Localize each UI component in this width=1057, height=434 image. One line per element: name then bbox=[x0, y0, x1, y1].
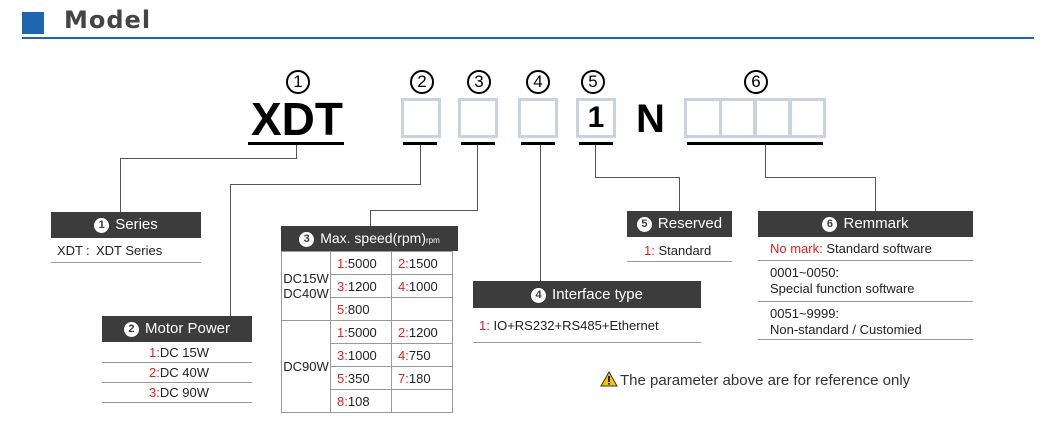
motor-power-header: 2 Motor Power bbox=[102, 316, 252, 342]
connector bbox=[120, 158, 121, 212]
series-value: XDT Series bbox=[96, 243, 163, 258]
circle-number-4: 4 bbox=[526, 70, 550, 94]
speed-cell: 5:800 bbox=[330, 297, 392, 321]
speed-cell: 2:1200 bbox=[391, 320, 453, 344]
speed-cell: 2:1500 bbox=[391, 251, 453, 275]
series-key: XDT bbox=[57, 243, 83, 258]
underline-5 bbox=[579, 142, 613, 145]
series-underline bbox=[248, 142, 344, 145]
circle-number-5: 5 bbox=[581, 70, 605, 94]
reserved-digit: 1 bbox=[579, 101, 613, 135]
reserved-number-badge: 5 bbox=[636, 217, 652, 232]
motor-power-row-2: 2:DC 40W bbox=[149, 365, 209, 380]
underline-2 bbox=[403, 142, 437, 145]
code-letter: N bbox=[636, 97, 665, 141]
code-box-2 bbox=[401, 98, 441, 138]
underline-6 bbox=[687, 142, 823, 145]
connector bbox=[595, 145, 596, 177]
reserved-row: 1: Standard bbox=[627, 237, 732, 262]
max-speed-title: Max. speed(rpm) bbox=[320, 230, 427, 246]
speed-cell: 1:5000 bbox=[330, 251, 392, 275]
speed-cell: 1:5000 bbox=[330, 320, 392, 344]
remmark-list: No mark: Standard software 0001~0050: Sp… bbox=[758, 237, 973, 340]
interface-value: IO+RS232+RS485+Ethernet bbox=[493, 318, 659, 333]
page-title: Model bbox=[64, 6, 152, 34]
speed-cell: 4:1000 bbox=[391, 274, 453, 298]
speed-cell: 3:1200 bbox=[330, 274, 392, 298]
max-speed-header: 3 Max. speed(rpm)rpm bbox=[281, 226, 458, 251]
max-speed-number-badge: 3 bbox=[299, 232, 315, 247]
series-title: Series bbox=[115, 216, 158, 233]
connector bbox=[679, 177, 680, 211]
underline-3 bbox=[461, 142, 495, 145]
motor-power-list: 1:DC 15W 2:DC 40W 3:DC 90W bbox=[102, 342, 252, 403]
connector bbox=[370, 210, 371, 226]
speed-cell bbox=[391, 297, 453, 321]
connector bbox=[595, 177, 679, 178]
code-box-3 bbox=[458, 98, 498, 138]
circle-number-2: 2 bbox=[410, 70, 434, 94]
connector bbox=[296, 145, 297, 158]
interface-number-badge: 4 bbox=[531, 288, 547, 303]
header-divider bbox=[22, 37, 1034, 39]
remmark-number-badge: 6 bbox=[822, 217, 838, 232]
connector bbox=[420, 145, 421, 184]
speed-cell: 5:350 bbox=[330, 366, 392, 390]
max-speed-unit: rpm bbox=[426, 236, 440, 245]
connector bbox=[120, 158, 297, 159]
speed-group-label: DC90W bbox=[281, 320, 331, 413]
connector bbox=[765, 145, 766, 177]
reserved-value: Standard bbox=[658, 243, 712, 258]
circle-number-3: 3 bbox=[467, 70, 491, 94]
connector bbox=[230, 184, 231, 316]
speed-cell: 8:108 bbox=[330, 389, 392, 413]
underline-4 bbox=[521, 142, 555, 145]
connector bbox=[230, 184, 421, 185]
connector bbox=[540, 145, 541, 281]
series-code: XDT bbox=[251, 93, 343, 145]
connector bbox=[765, 177, 875, 178]
circle-number-1: 1 bbox=[286, 70, 310, 94]
reference-note: The parameter above are for reference on… bbox=[600, 371, 910, 389]
speed-cell bbox=[391, 389, 453, 413]
motor-power-number-badge: 2 bbox=[123, 322, 139, 337]
warning-icon bbox=[600, 371, 618, 387]
reserved-header: 5 Reserved bbox=[627, 211, 732, 237]
motor-power-row-1: 1:DC 15W bbox=[149, 345, 209, 360]
reserved-title: Reserved bbox=[657, 215, 723, 232]
speed-cell: 4:750 bbox=[391, 343, 453, 367]
series-row: XDT : XDT Series bbox=[51, 238, 201, 263]
speed-cell: 3:1000 bbox=[330, 343, 392, 367]
note-text: The parameter above are for reference on… bbox=[620, 372, 911, 389]
circle-number-6: 6 bbox=[744, 70, 768, 94]
code-box-4 bbox=[518, 98, 558, 138]
motor-power-title: Motor Power bbox=[144, 320, 231, 337]
interface-title: Interface type bbox=[552, 286, 643, 303]
code-box-5: 1 bbox=[576, 98, 616, 138]
interface-header: 4 Interface type bbox=[473, 281, 701, 308]
series-number-badge: 1 bbox=[94, 218, 110, 233]
connector bbox=[370, 210, 478, 211]
code-box-6 bbox=[684, 98, 826, 138]
remmark-title: Remmark bbox=[843, 215, 909, 232]
motor-power-row-3: 3:DC 90W bbox=[149, 385, 209, 400]
series-header: 1 Series bbox=[51, 212, 201, 238]
interface-row: 1: IO+RS232+RS485+Ethernet bbox=[473, 308, 701, 343]
speed-cell: 7:180 bbox=[391, 366, 453, 390]
header-square bbox=[22, 12, 44, 34]
connector bbox=[477, 145, 478, 210]
connector bbox=[875, 177, 876, 211]
remmark-header: 6 Remmark bbox=[758, 211, 973, 237]
